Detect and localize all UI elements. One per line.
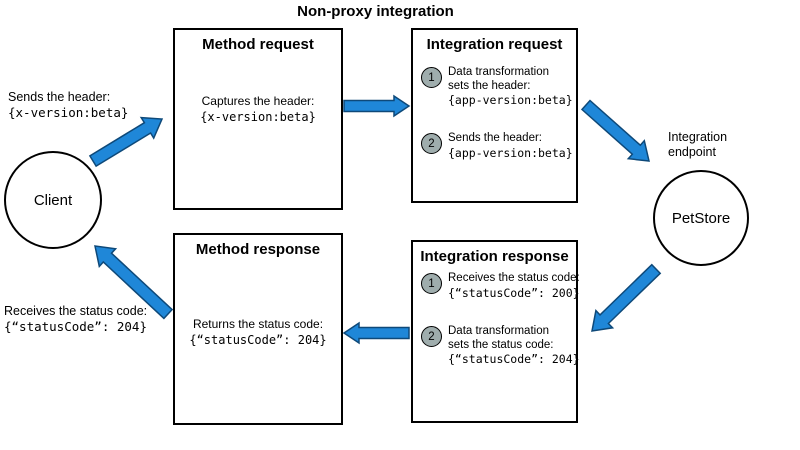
step-text-line: sets the header: [448,79,531,92]
step-text-column: Data transformation sets the status code… [448,325,580,367]
step-text-column: Data transformation sets the header: {ap… [448,66,573,108]
arrow-endpoint-to-integration-response [591,263,662,332]
client-receive-code: {“statusCode”: 204} [4,319,147,334]
method-response-content: Returns the status code: {“statusCode”: … [175,317,341,348]
client-node: Client [4,151,102,249]
endpoint-label: Integration endpoint [668,130,727,160]
integration-response-title: Integration response [420,248,569,265]
step-code: {app-version:beta} [448,93,573,107]
integration-request-box: Integration request 1 Data transformatio… [411,28,578,203]
endpoint-label-line1: Integration [668,130,728,144]
step-code: {“statusCode”: 200} [448,285,580,300]
client-send-label: Sends the header: {x-version:beta} [8,90,128,121]
client-receive-label: Receives the status code: {“statusCode”:… [4,304,147,335]
step-code: {app-version:beta} [448,145,573,160]
step-code: {“statusCode”: 204} [448,352,580,366]
step-text-line: sets the status code: [448,338,554,351]
endpoint-node: PetStore [653,170,749,266]
method-request-content: Captures the header: {x-version:beta} [175,94,341,125]
client-node-label: Client [33,191,73,209]
step-text-line: Data transformation [448,325,549,337]
endpoint-node-label: PetStore [671,209,731,227]
method-response-title: Method response [195,241,321,258]
step-number-badge: 2 [421,326,442,347]
integration-response-box: Integration response 1 Receives the stat… [411,240,580,423]
step-text-column: Sends the header: {app-version:beta} [448,132,573,161]
method-request-text: Captures the header: [201,94,315,108]
method-response-text: Returns the status code: [192,317,324,331]
method-response-box: Method response Returns the status code:… [173,233,343,425]
integration-response-step-1: 1 Receives the status code: {“statusCode… [421,272,580,301]
method-request-title: Method request [202,36,314,53]
step-text-line: Sends the header: [448,132,542,144]
method-response-code: {“statusCode”: 204} [189,333,327,347]
diagram-title: Non-proxy integration [297,3,454,20]
arrow-client-to-method-request [88,116,164,168]
arrow-method-request-to-integration-request [343,94,411,118]
endpoint-label-line2: endpoint [668,145,716,159]
step-text-column: Receives the status code: {“statusCode”:… [448,272,580,301]
method-request-code: {x-version:beta} [200,110,316,124]
step-text-line: Data transformation [448,66,549,78]
arrow-integration-response-to-method-response [342,321,410,345]
arrow-integration-request-to-endpoint [580,99,650,162]
step-text-line: Receives the status code: [448,272,580,284]
integration-request-step-2: 2 Sends the header: {app-version:beta} [421,132,573,161]
client-send-text: Sends the header: [8,90,111,104]
step-number-badge: 1 [421,67,442,88]
step-number-badge: 1 [421,273,442,294]
step-number-badge: 2 [421,133,442,154]
method-request-box: Method request Captures the header: {x-v… [173,28,343,210]
integration-request-step-1: 1 Data transformation sets the header: {… [421,66,573,108]
client-receive-text: Receives the status code: [4,304,148,318]
integration-response-step-2: 2 Data transformation sets the status co… [421,325,580,367]
client-send-code: {x-version:beta} [8,105,129,120]
integration-request-title: Integration request [426,36,563,53]
